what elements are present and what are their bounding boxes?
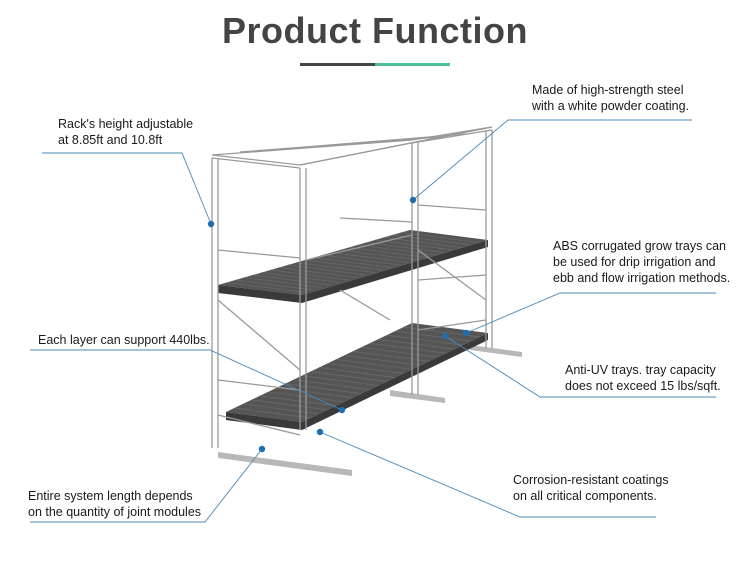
callout-text-line: be used for drip irrigation and <box>553 255 716 269</box>
rack-feet <box>218 345 522 476</box>
callout-markers <box>207 196 470 453</box>
tray-rib <box>287 264 366 276</box>
callout-steel-coating: Made of high-strength steel with a white… <box>532 82 689 114</box>
tray-rib <box>251 399 328 411</box>
callout-corrosion: Corrosion-resistant coatings on all crit… <box>513 472 669 504</box>
tray-rib <box>305 259 384 271</box>
bottom-grow-tray <box>226 323 488 430</box>
callout-system-length: Entire system length depends on the quan… <box>28 488 201 520</box>
callout-text-line: Corrosion-resistant coatings <box>513 473 669 487</box>
page-title: Product Function <box>222 10 528 51</box>
tray-rib <box>386 334 463 346</box>
callout-text-line: Made of high-strength steel <box>532 83 684 97</box>
callout-text-line: on the quantity of joint modules <box>28 505 202 519</box>
callout-text-line: does not exceed 15 lbs/sqft. <box>565 379 721 393</box>
callout-text-line: Entire system length depends <box>28 489 193 503</box>
title-underline-dark <box>300 63 375 66</box>
tray-rib <box>352 350 429 362</box>
middle-grow-tray <box>218 230 488 303</box>
tray-rib <box>361 346 438 358</box>
tray-rib <box>366 242 445 253</box>
steel-frame <box>211 126 493 448</box>
tray-rib <box>335 359 412 370</box>
tray-rib <box>296 262 375 273</box>
tray-rib <box>313 257 393 268</box>
tray-rib <box>226 282 305 293</box>
tray-rib <box>234 407 311 419</box>
tray-rib <box>279 267 358 278</box>
tray-rib <box>270 269 349 281</box>
callout-abs-trays: ABS corrugated grow trays can be used fo… <box>553 238 730 286</box>
tray-rib <box>322 254 401 266</box>
tray-rib <box>252 274 331 286</box>
callout-text-line: on all critical components. <box>513 489 657 503</box>
tray-rib <box>259 395 336 407</box>
tray-rib <box>244 277 323 288</box>
tray-rib <box>285 383 362 395</box>
callout-layer-capacity: Each layer can support 440lbs. <box>38 332 210 348</box>
callout-leaders <box>30 119 716 523</box>
tray-rib <box>344 354 421 366</box>
callout-text-line: ebb and flow irrigation methods. <box>553 271 731 285</box>
tray-rib <box>395 330 472 342</box>
tray-rib <box>276 387 353 399</box>
callout-height-adjustable: Rack's height adjustable at 8.85ft and 1… <box>58 116 193 148</box>
title-underline-accent <box>375 63 450 66</box>
tray-rib <box>348 247 427 258</box>
callout-text-line: Each layer can support 440lbs. <box>38 333 210 347</box>
callout-text-line: at 8.85ft and 10.8ft <box>58 133 163 147</box>
callout-text-line: Rack's height adjustable <box>58 117 194 131</box>
tray-rib <box>369 342 446 354</box>
tray-rib <box>401 232 480 243</box>
tray-rib <box>340 249 419 261</box>
tray-rib <box>310 371 387 382</box>
tray-rib <box>331 252 410 263</box>
callout-text-line: ABS corrugated grow trays can <box>553 239 726 253</box>
tray-rib <box>327 363 404 374</box>
tray-rib <box>378 338 455 350</box>
tray-rib <box>318 367 396 378</box>
callout-text-line: with a white powder coating. <box>532 99 690 113</box>
tray-rib <box>375 239 454 251</box>
callout-anti-uv: Anti-UV trays. tray capacity does not ex… <box>565 362 721 394</box>
callout-text-line: Anti-UV trays. tray capacity <box>565 363 716 377</box>
tray-rib <box>302 375 379 386</box>
